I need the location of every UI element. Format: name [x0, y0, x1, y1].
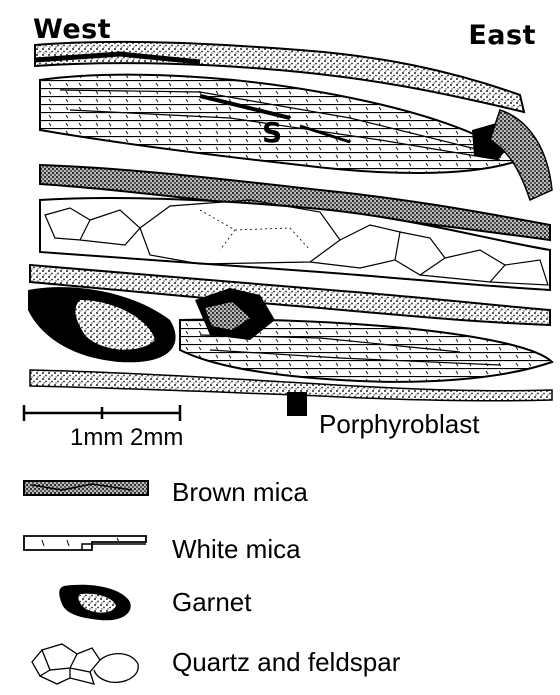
legend-item-garnet: Garnet: [0, 580, 560, 630]
porphyroblast-marker: [287, 392, 307, 416]
legend-item-white-mica: White mica: [0, 530, 560, 580]
legend-label: White mica: [172, 534, 301, 565]
quartz-feldspar-swatch-icon: [22, 640, 152, 688]
brown-mica-swatch-icon: [22, 472, 152, 502]
scale-bar: [24, 405, 180, 421]
legend-label: Quartz and feldspar: [172, 647, 400, 678]
direction-west: West: [33, 14, 111, 45]
legend-item-quartz-feldspar: Quartz and feldspar: [0, 640, 560, 690]
legend-item-brown-mica: Brown mica: [0, 472, 560, 522]
fabric-label-s: S: [262, 116, 282, 149]
garnet-swatch-icon: [22, 580, 152, 625]
legend-label: Brown mica: [172, 477, 308, 508]
legend-label: Garnet: [172, 587, 252, 618]
thin-section-sketch: S: [0, 0, 560, 470]
porphyroblast-label: Porphyroblast: [319, 409, 479, 440]
scale-bar-label: 1mm 2mm: [70, 424, 183, 452]
direction-east: East: [468, 20, 536, 51]
white-mica-swatch-icon: [22, 530, 152, 560]
